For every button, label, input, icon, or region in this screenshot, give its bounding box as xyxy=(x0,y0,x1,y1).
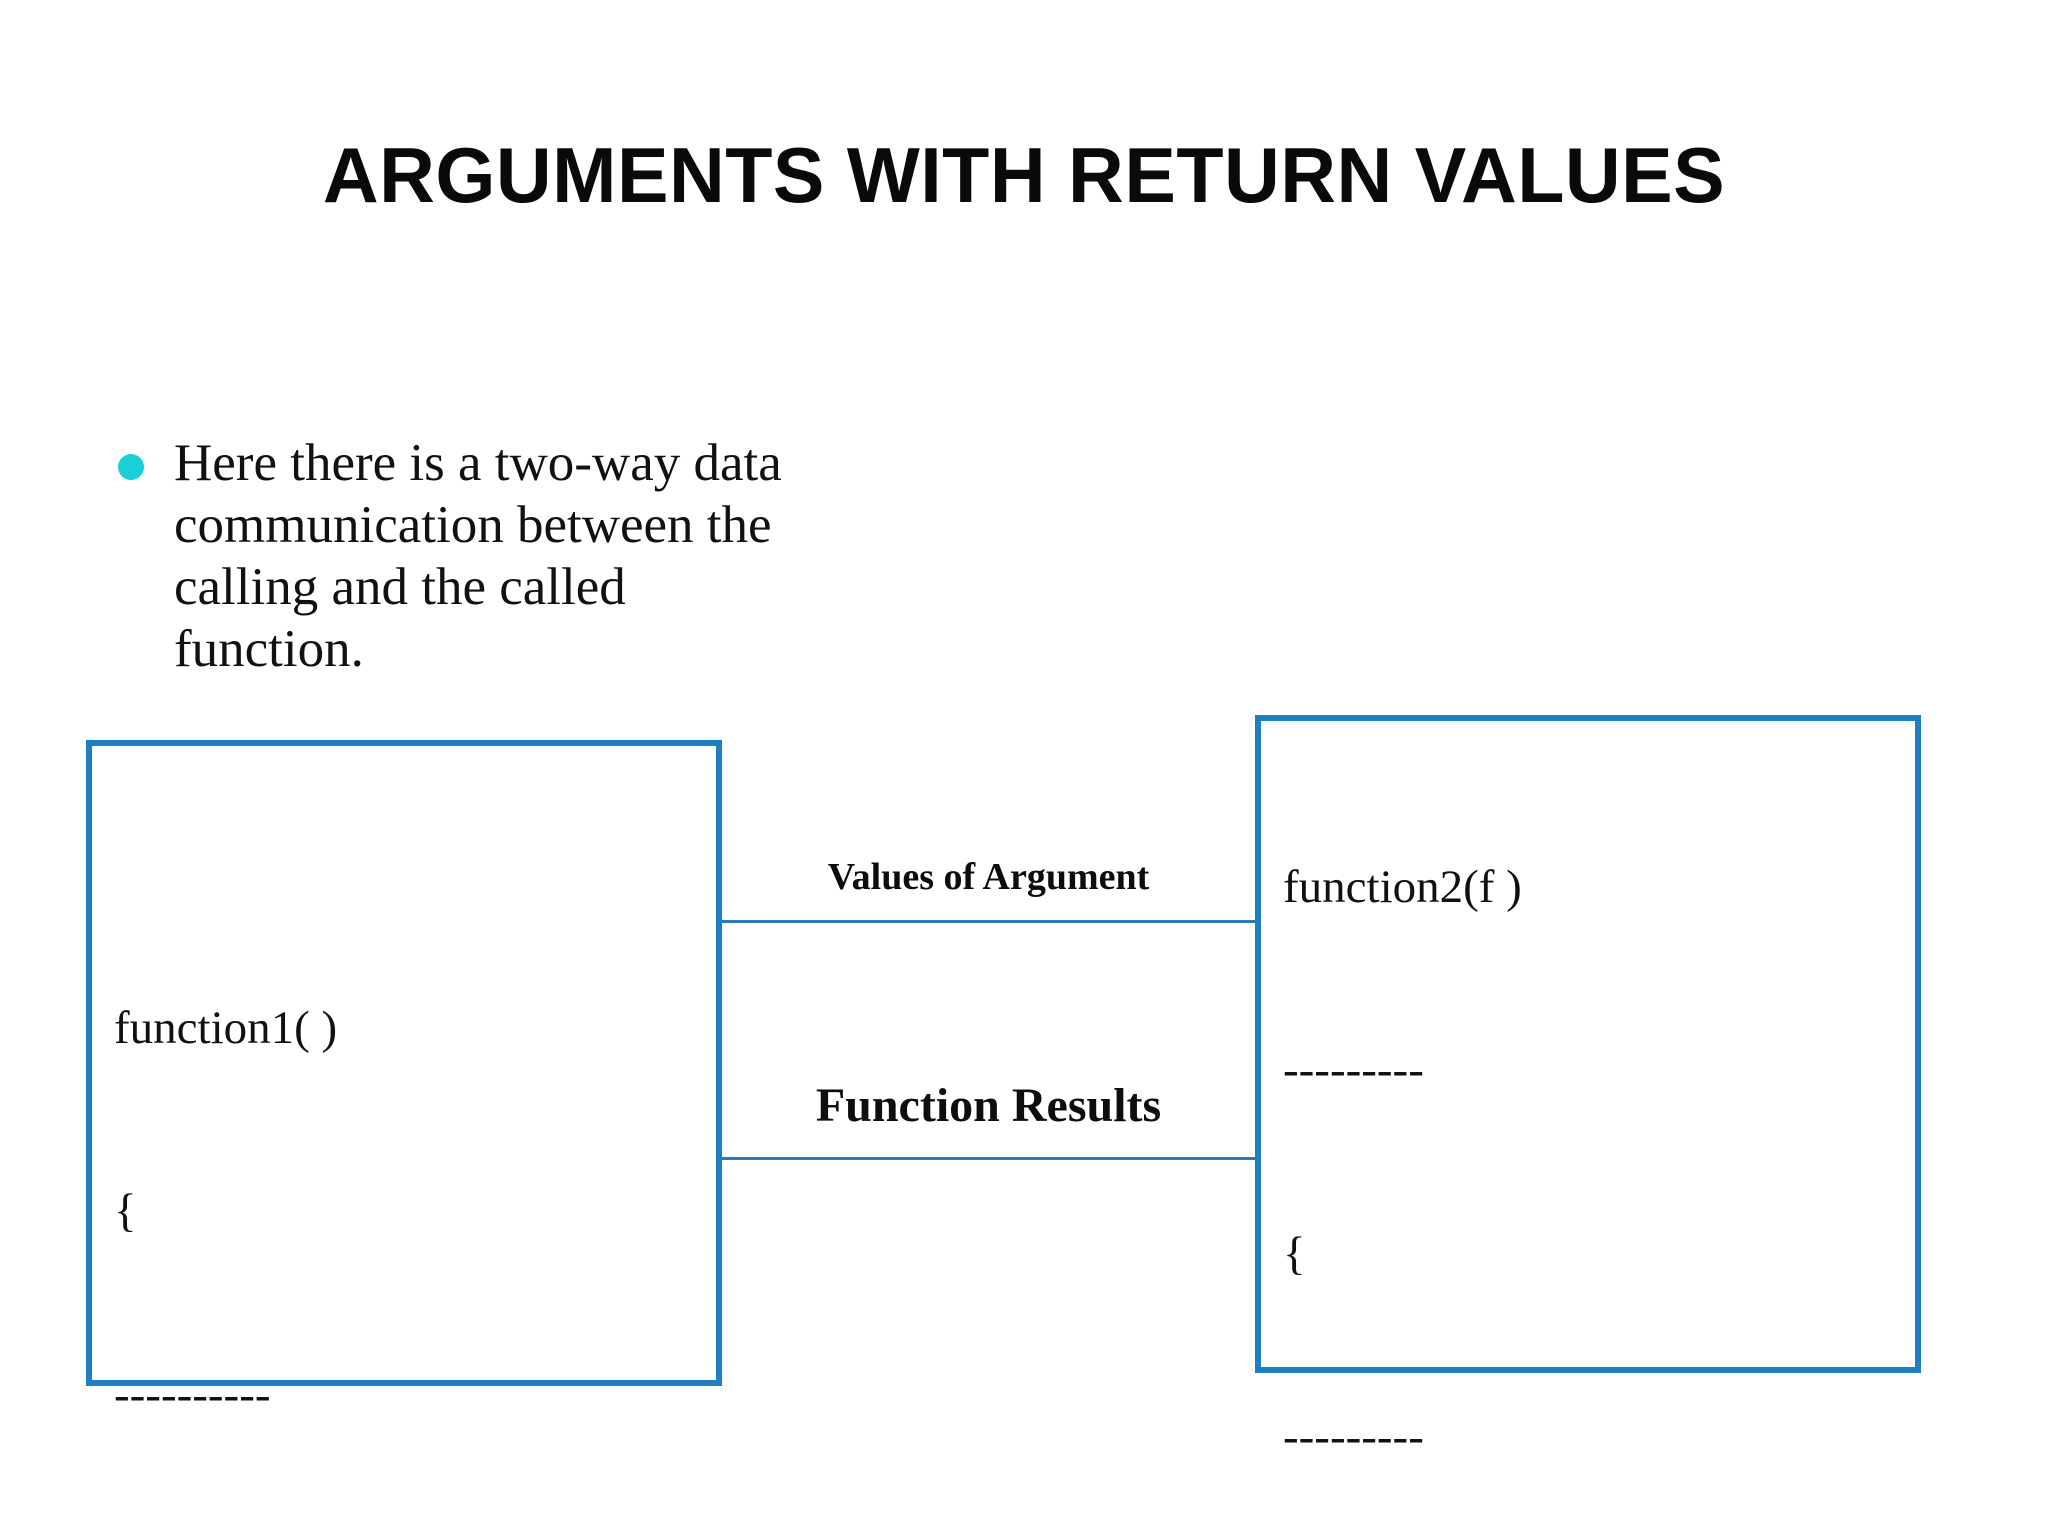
code-line: { xyxy=(114,1185,137,1238)
bullet-dot-icon xyxy=(118,454,144,480)
code-line-dashes: --------- xyxy=(1283,1411,1424,1464)
bullet-list-item: Here there is a two-way data communicati… xyxy=(118,432,1018,680)
connector-label-function-results: Function Results xyxy=(815,1079,1162,1132)
page-title: ARGUMENTS WITH RETURN VALUES xyxy=(322,131,1726,219)
code-line-dashes: ---------- xyxy=(114,1368,271,1421)
connector-label-values-of-argument: Values of Argument xyxy=(827,856,1150,898)
calling-function-code: function1( ) { ---------- function2(a ) … xyxy=(114,876,358,1536)
calling-function-box: function1( ) { ---------- function2(a ) … xyxy=(86,740,722,1421)
connector-line-values-of-argument xyxy=(722,920,1255,923)
bullet-line: function. xyxy=(174,620,364,678)
bullet-line: communication between the xyxy=(174,496,772,554)
called-function-code: function2(f ) --------- { --------- ----… xyxy=(1283,735,1522,1536)
code-line-dashes: --------- xyxy=(1283,1044,1424,1097)
code-line: function2(f ) xyxy=(1283,861,1522,914)
code-line: function1( ) xyxy=(114,1002,338,1055)
connector-line-function-results xyxy=(722,1157,1255,1160)
bullet-item-text: Here there is a two-way data communicati… xyxy=(174,432,782,680)
called-function-box: function2(f ) --------- { --------- ----… xyxy=(1255,715,1921,1463)
bullet-line: calling and the called xyxy=(174,558,626,616)
bullet-line: Here there is a two-way data xyxy=(174,434,782,492)
code-line: { xyxy=(1283,1227,1306,1280)
